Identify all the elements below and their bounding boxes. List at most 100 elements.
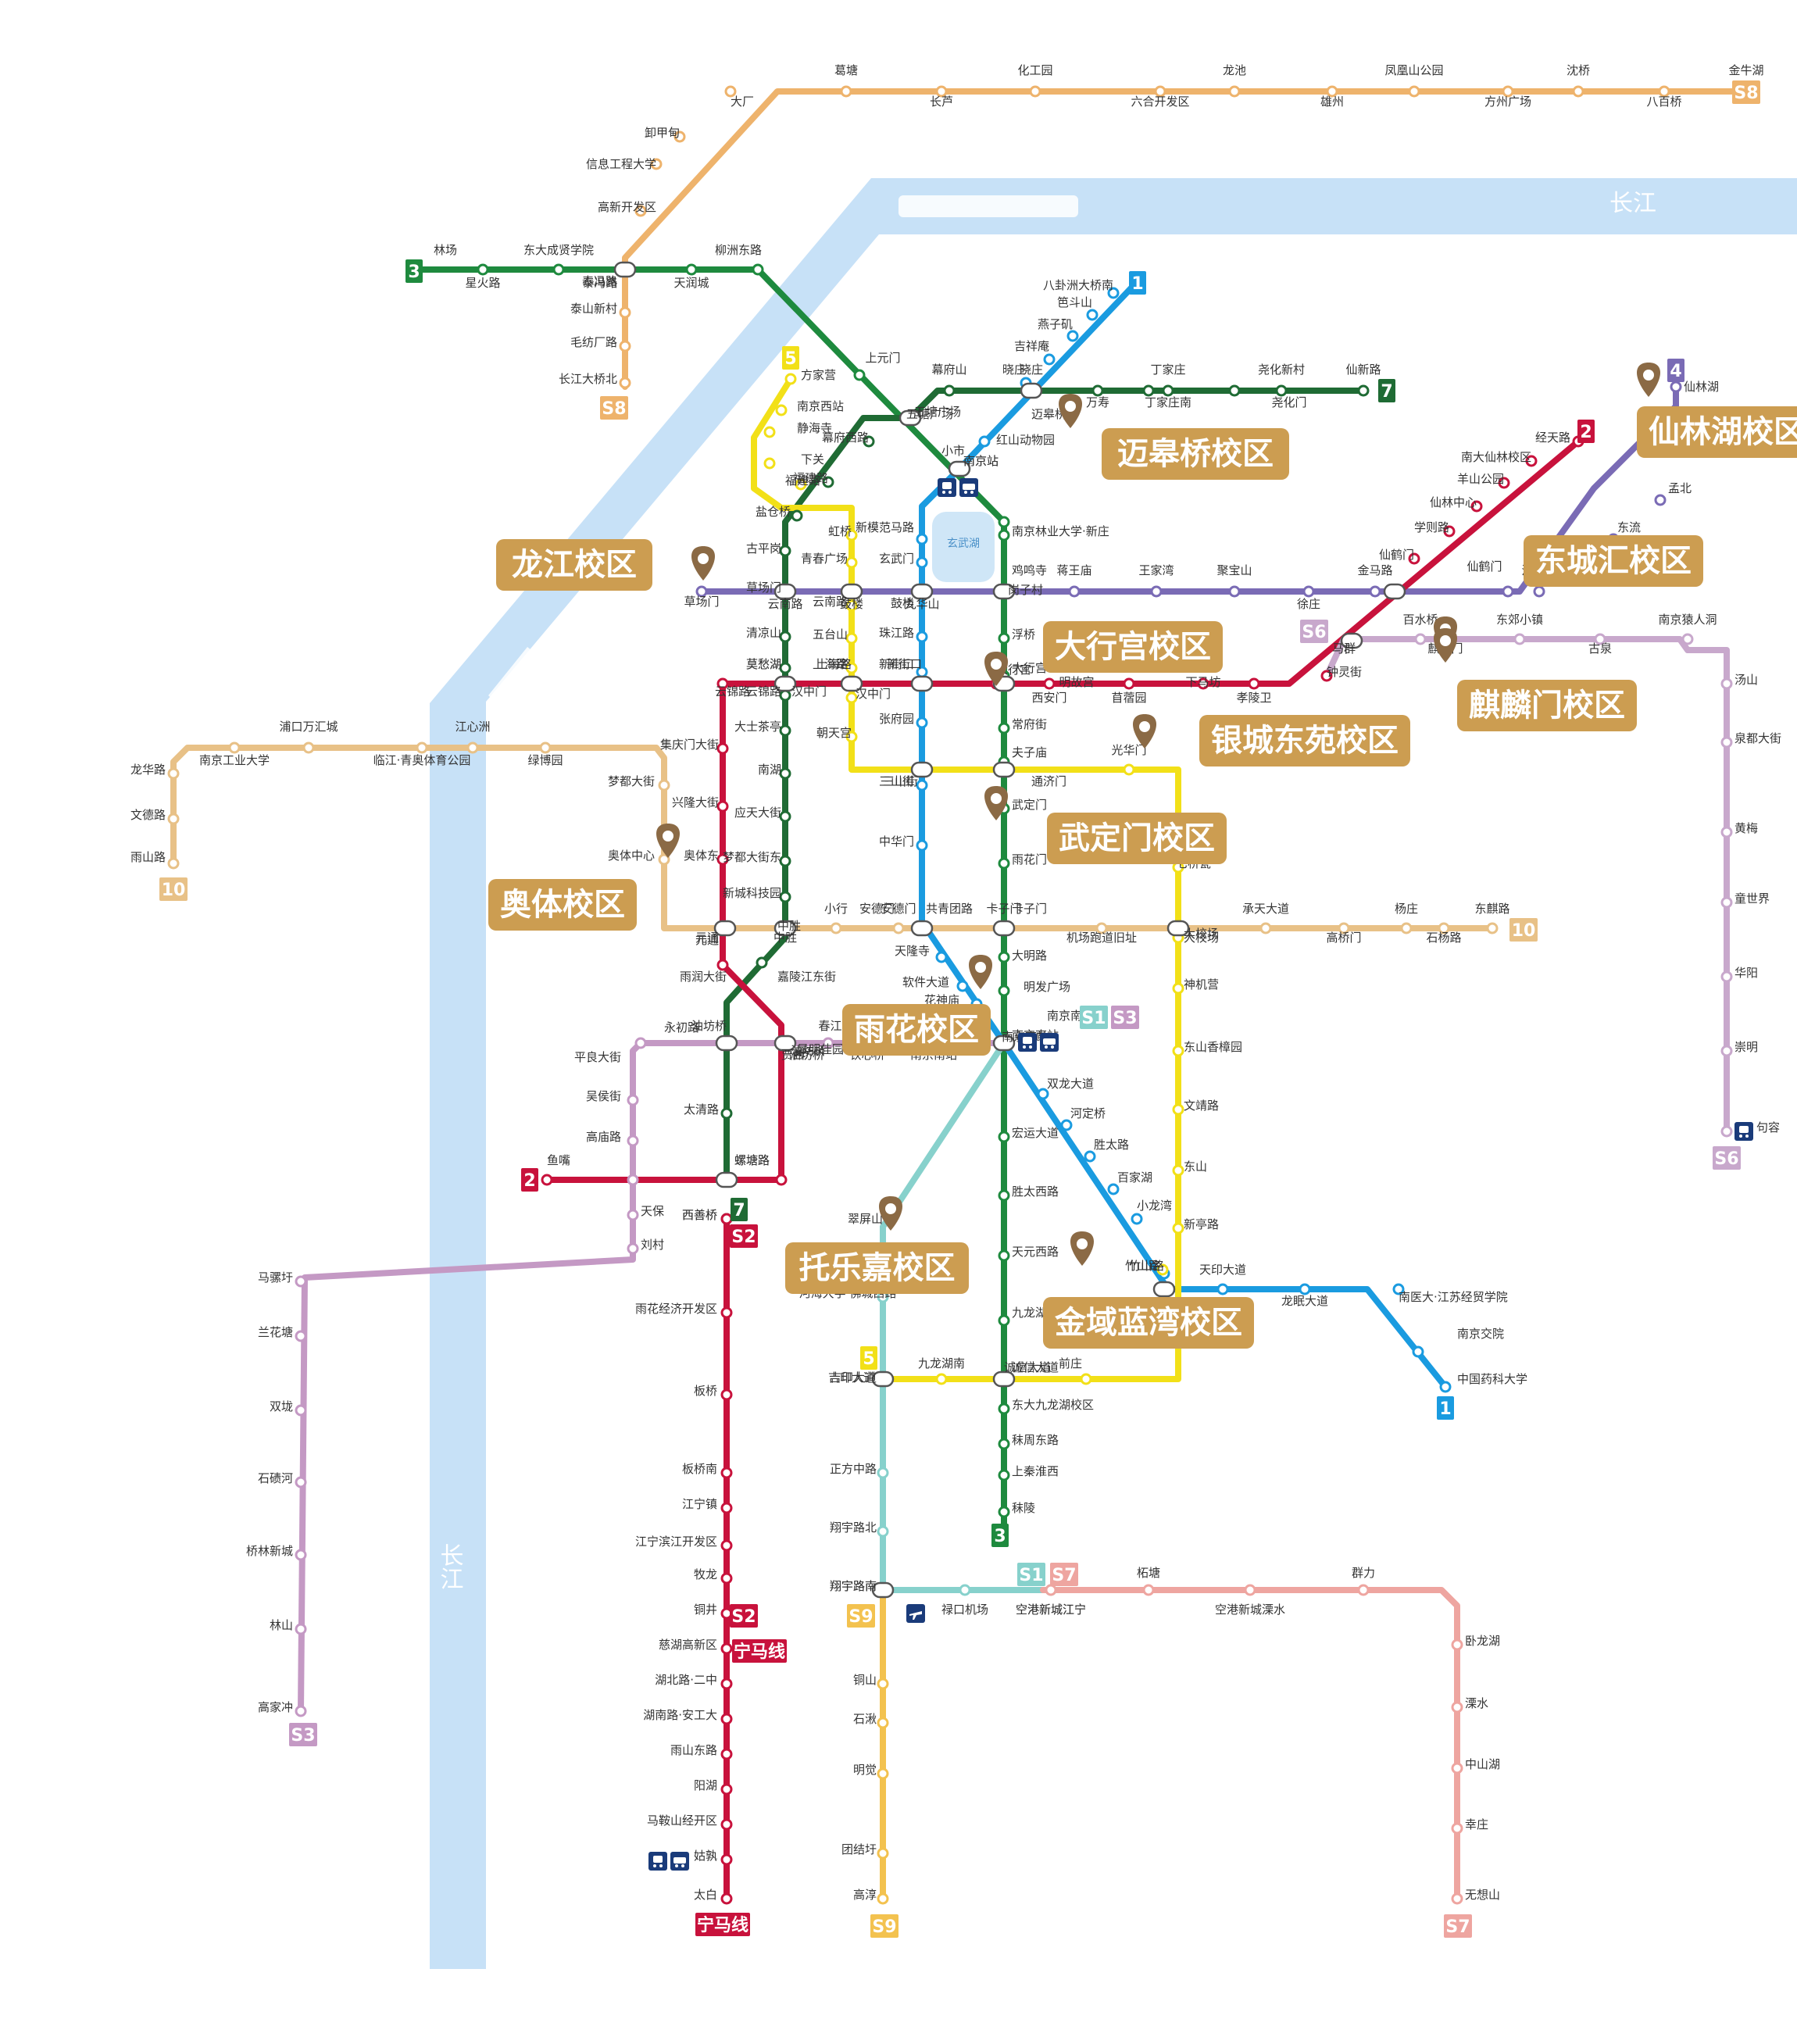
- station-dot[interactable]: [1681, 633, 1694, 645]
- station-dot[interactable]: [998, 529, 1010, 541]
- station-dot[interactable]: [1107, 287, 1120, 299]
- station-label[interactable]: 高庙路: [586, 1130, 621, 1144]
- station-label[interactable]: 汉中门: [791, 684, 827, 699]
- station-dot[interactable]: [1029, 85, 1041, 98]
- station-label[interactable]: 五塘广场: [914, 405, 961, 419]
- station-label[interactable]: 吉祥庵: [1014, 339, 1049, 353]
- station-label[interactable]: 永初路: [664, 1020, 699, 1035]
- station-dot[interactable]: [716, 800, 729, 813]
- station-label[interactable]: 长江大桥北: [559, 372, 617, 386]
- station-label[interactable]: 西善桥: [682, 1208, 717, 1222]
- station-dot[interactable]: [1131, 1213, 1143, 1225]
- station-label[interactable]: 上元门: [865, 351, 900, 365]
- station-dot[interactable]: [1451, 1638, 1463, 1651]
- station-label[interactable]: 浮桥: [1012, 627, 1035, 641]
- station-dot[interactable]: [1720, 736, 1733, 749]
- interchange-station[interactable]: [1152, 1281, 1176, 1298]
- station-label[interactable]: 丁家庄南: [1145, 395, 1191, 409]
- station-label[interactable]: 卧龙湖: [1465, 1634, 1500, 1648]
- station-label[interactable]: 空港新城溧水: [1215, 1603, 1285, 1617]
- station-dot[interactable]: [998, 1506, 1010, 1518]
- station-label[interactable]: 葛塘: [834, 63, 858, 77]
- station-label[interactable]: 仙新路: [1345, 363, 1381, 377]
- station-dot[interactable]: [720, 1892, 733, 1905]
- station-dot[interactable]: [877, 1467, 889, 1479]
- station-label[interactable]: 南京猿人洞: [1658, 613, 1717, 627]
- station-label[interactable]: 湖南路·安工大: [643, 1708, 717, 1722]
- station-label[interactable]: 前庄: [1059, 1356, 1082, 1370]
- station-label[interactable]: 苜蓿园: [1111, 691, 1146, 705]
- station-dot[interactable]: [877, 1678, 889, 1690]
- station-label[interactable]: 明故宫: [1059, 675, 1094, 689]
- station-label[interactable]: 天润城: [673, 276, 709, 290]
- station-dot[interactable]: [720, 1678, 733, 1690]
- station-dot[interactable]: [916, 556, 928, 569]
- station-dot[interactable]: [998, 632, 1010, 645]
- station-dot[interactable]: [673, 130, 686, 143]
- station-label[interactable]: 空港新城江宁: [1016, 1603, 1086, 1617]
- station-dot[interactable]: [627, 1209, 639, 1221]
- station-label[interactable]: 莫愁湖: [746, 657, 781, 671]
- station-label[interactable]: 翔宇路南: [830, 1579, 877, 1593]
- station-dot[interactable]: [720, 1213, 733, 1225]
- station-label[interactable]: 迈皋桥: [1031, 407, 1066, 421]
- station-label[interactable]: 机场跑道旧址: [1066, 931, 1137, 945]
- station-label[interactable]: 红山动物园: [996, 433, 1055, 447]
- station-dot[interactable]: [1525, 455, 1538, 467]
- station-label[interactable]: 竹山路: [1129, 1259, 1164, 1273]
- station-dot[interactable]: [720, 1748, 733, 1760]
- station-dot[interactable]: [892, 922, 905, 934]
- station-dot[interactable]: [877, 1892, 889, 1905]
- station-dot[interactable]: [845, 662, 858, 674]
- station-label[interactable]: 胜太路: [1094, 1138, 1129, 1152]
- station-label[interactable]: 金马路: [1357, 563, 1392, 577]
- station-dot[interactable]: [1156, 1263, 1169, 1276]
- station-label[interactable]: 青春广场: [801, 552, 848, 566]
- station-label[interactable]: 江心洲: [455, 720, 490, 734]
- station-dot[interactable]: [1400, 922, 1413, 934]
- station-label[interactable]: 南京西站: [797, 399, 844, 413]
- station-label[interactable]: 江宁镇: [682, 1497, 717, 1511]
- station-label[interactable]: 禄口机场: [941, 1603, 988, 1617]
- station-label[interactable]: 板桥南: [682, 1462, 717, 1476]
- station-dot[interactable]: [1470, 500, 1483, 513]
- station-label[interactable]: 雨山路: [130, 850, 166, 864]
- station-dot[interactable]: [720, 1572, 733, 1585]
- station-dot[interactable]: [1451, 1822, 1463, 1835]
- station-dot[interactable]: [295, 1705, 307, 1717]
- station-label[interactable]: 江宁滨江开发区: [635, 1535, 717, 1549]
- station-label[interactable]: 化工园: [1017, 63, 1052, 77]
- station-label[interactable]: 软件大道: [902, 975, 949, 989]
- station-label[interactable]: 大校场: [1184, 931, 1219, 945]
- station-dot[interactable]: [752, 263, 764, 276]
- station-label[interactable]: 尧化新村: [1258, 363, 1305, 377]
- station-label[interactable]: 草场门: [684, 595, 719, 609]
- station-label[interactable]: 大士茶亭: [734, 720, 781, 734]
- station-dot[interactable]: [845, 599, 858, 612]
- station-label[interactable]: 螺塘路: [734, 1153, 770, 1167]
- interchange-station[interactable]: [910, 675, 934, 692]
- station-dot[interactable]: [1043, 677, 1056, 690]
- station-label[interactable]: 正方中路: [830, 1462, 877, 1476]
- station-dot[interactable]: [1498, 477, 1510, 489]
- station-dot[interactable]: [998, 1189, 1010, 1202]
- station-dot[interactable]: [466, 741, 479, 754]
- station-label[interactable]: 牧龙: [694, 1567, 717, 1581]
- station-dot[interactable]: [1451, 1701, 1463, 1713]
- station-dot[interactable]: [295, 1275, 307, 1288]
- station-label[interactable]: 方州广场: [1484, 95, 1531, 109]
- station-dot[interactable]: [935, 1373, 948, 1385]
- station-label[interactable]: 玄武门: [879, 552, 914, 566]
- station-dot[interactable]: [1357, 384, 1370, 397]
- station-dot[interactable]: [959, 1584, 971, 1596]
- station-label[interactable]: 聚宝山: [1216, 563, 1252, 577]
- station-label[interactable]: 泉都大街: [1734, 731, 1781, 745]
- station-label[interactable]: 童世界: [1734, 892, 1770, 906]
- station-label[interactable]: 古泉: [1588, 641, 1612, 656]
- station-label[interactable]: 岗子村: [1008, 583, 1043, 597]
- station-label[interactable]: 太白: [694, 1888, 717, 1902]
- station-label[interactable]: 秣周东路: [1012, 1433, 1059, 1447]
- station-dot[interactable]: [724, 85, 737, 98]
- station-label[interactable]: 群力: [1352, 1566, 1375, 1580]
- station-dot[interactable]: [998, 984, 1010, 997]
